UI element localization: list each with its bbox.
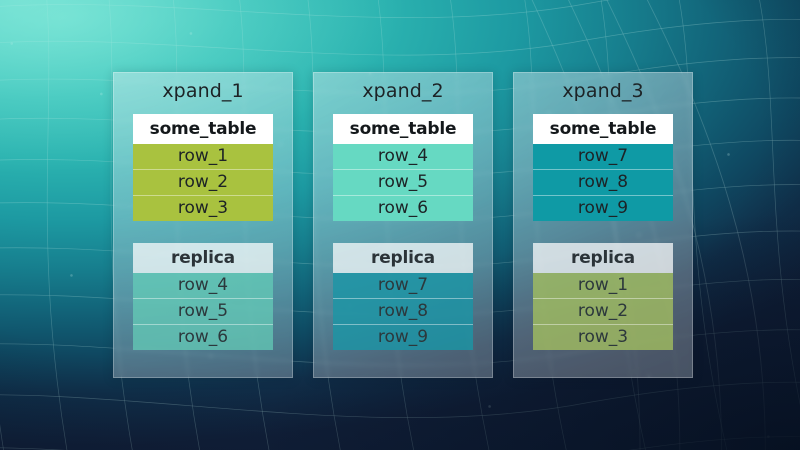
table-header: replica [133, 243, 273, 273]
table-row[interactable]: row_4 [133, 273, 273, 298]
table-row[interactable]: row_1 [133, 144, 273, 169]
table-row[interactable]: row_7 [533, 144, 673, 169]
table-row[interactable]: row_9 [533, 195, 673, 221]
table-row[interactable]: row_5 [333, 169, 473, 195]
table-row[interactable]: row_8 [533, 169, 673, 195]
table-replica[interactable]: replica row_4 row_5 row_6 [133, 243, 273, 350]
table-row[interactable]: row_8 [333, 298, 473, 324]
panel-title: xpand_1 [162, 80, 244, 102]
table-header: replica [533, 243, 673, 273]
table-some-table[interactable]: some_table row_4 row_5 row_6 [333, 114, 473, 221]
table-body: row_1 row_2 row_3 [533, 273, 673, 350]
table-row[interactable]: row_2 [533, 298, 673, 324]
table-body: row_7 row_8 row_9 [333, 273, 473, 350]
node-panel-xpand-3[interactable]: xpand_3 some_table row_7 row_8 row_9 rep… [513, 72, 693, 378]
table-header: some_table [333, 114, 473, 144]
panel-title: xpand_2 [362, 80, 444, 102]
table-row[interactable]: row_3 [533, 324, 673, 350]
table-row[interactable]: row_6 [133, 324, 273, 350]
table-row[interactable]: row_4 [333, 144, 473, 169]
table-row[interactable]: row_1 [533, 273, 673, 298]
panel-title: xpand_3 [562, 80, 644, 102]
table-header: replica [333, 243, 473, 273]
table-row[interactable]: row_7 [333, 273, 473, 298]
table-header: some_table [533, 114, 673, 144]
table-row[interactable]: row_2 [133, 169, 273, 195]
table-some-table[interactable]: some_table row_1 row_2 row_3 [133, 114, 273, 221]
panel-group: xpand_1 some_table row_1 row_2 row_3 rep… [113, 72, 693, 378]
table-row[interactable]: row_6 [333, 195, 473, 221]
table-body: row_7 row_8 row_9 [533, 144, 673, 221]
table-row[interactable]: row_9 [333, 324, 473, 350]
table-some-table[interactable]: some_table row_7 row_8 row_9 [533, 114, 673, 221]
table-body: row_4 row_5 row_6 [333, 144, 473, 221]
table-body: row_4 row_5 row_6 [133, 273, 273, 350]
table-header: some_table [133, 114, 273, 144]
node-panel-xpand-2[interactable]: xpand_2 some_table row_4 row_5 row_6 rep… [313, 72, 493, 378]
table-replica[interactable]: replica row_7 row_8 row_9 [333, 243, 473, 350]
node-panel-xpand-1[interactable]: xpand_1 some_table row_1 row_2 row_3 rep… [113, 72, 293, 378]
table-replica[interactable]: replica row_1 row_2 row_3 [533, 243, 673, 350]
table-row[interactable]: row_5 [133, 298, 273, 324]
table-body: row_1 row_2 row_3 [133, 144, 273, 221]
table-row[interactable]: row_3 [133, 195, 273, 221]
